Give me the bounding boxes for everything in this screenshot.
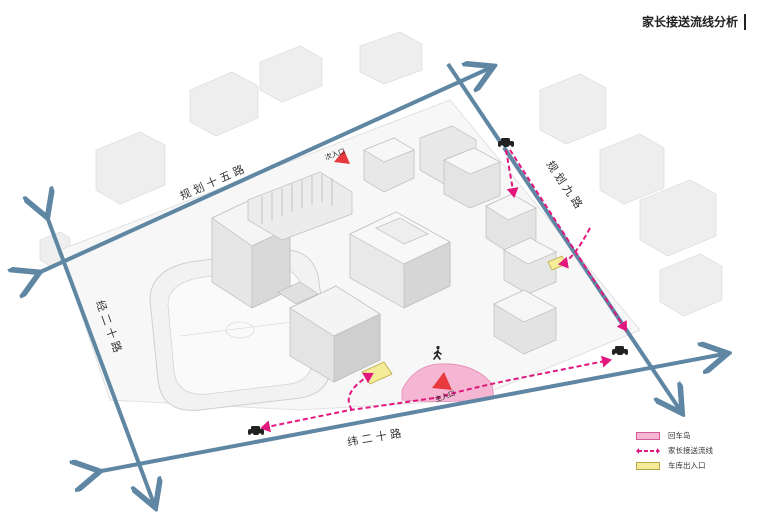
road-label-east: 规 划 九 路 (544, 158, 586, 211)
legend-label: 回车岛 (668, 430, 691, 441)
legend-swatch-garage (636, 462, 660, 470)
legend: 回车岛 家长接送流线 车库出入口 (636, 428, 713, 473)
car-icon-east (612, 346, 628, 357)
legend-swatch-flow (636, 447, 660, 455)
legend-label: 车库出入口 (668, 460, 706, 471)
car-icon (248, 426, 264, 437)
legend-label: 家长接送流线 (668, 445, 713, 456)
legend-item-island: 回车岛 (636, 428, 713, 443)
legend-swatch-island (636, 432, 660, 440)
road-label-south: 纬 二 十 路 (346, 426, 402, 449)
legend-item-garage: 车库出入口 (636, 458, 713, 473)
legend-item-flow: 家长接送流线 (636, 443, 713, 458)
